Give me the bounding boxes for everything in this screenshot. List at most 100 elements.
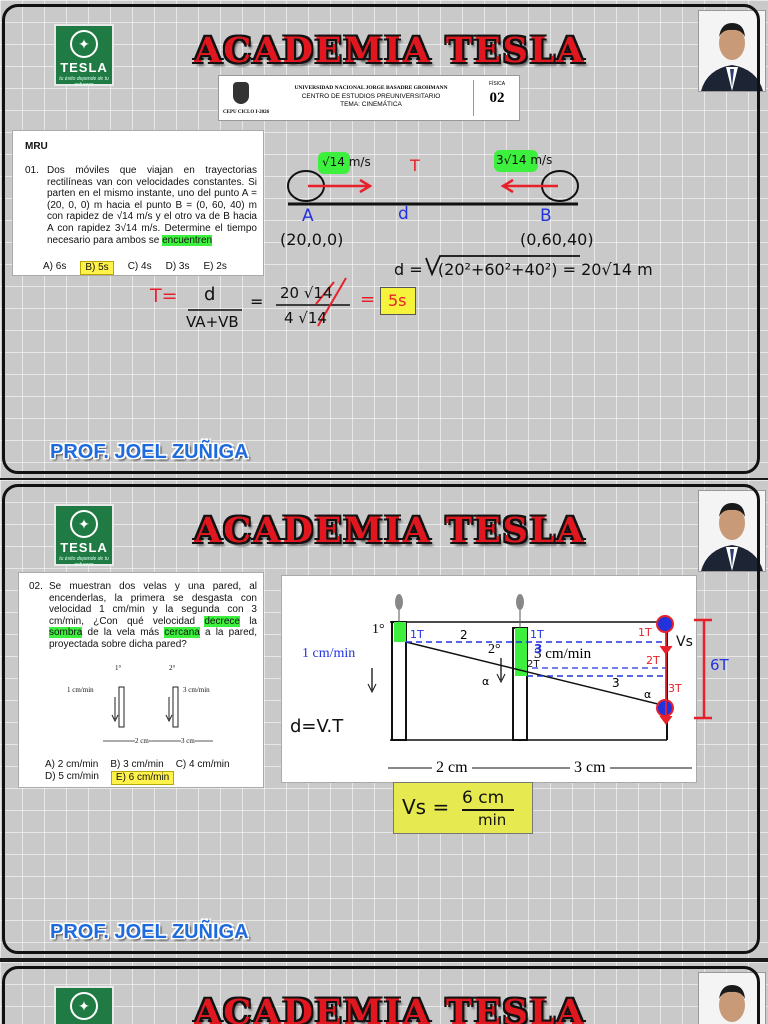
- slide-1: ✦ TESLA tu éxito depende de tu esfuerzo …: [0, 0, 768, 478]
- segment-2: 2: [460, 628, 468, 642]
- option-c: C) 4s: [127, 261, 152, 272]
- distance-2cm: 2 cm: [432, 759, 472, 777]
- highlight-sombra: sombra: [49, 627, 83, 639]
- university-name: UNIVERSIDAD NACIONAL JORGE BASADRE GROHM…: [294, 85, 448, 91]
- alpha-2: α: [644, 688, 652, 701]
- answer-value: 5s: [388, 291, 407, 310]
- point-b-label: B: [540, 206, 552, 226]
- time-label: T: [410, 156, 420, 175]
- logo-text: TESLA: [60, 540, 108, 555]
- segment-3b: 3: [612, 676, 620, 690]
- tesla-logo: ✦ TESLA tu éxito depende de tu esfuerzo: [54, 24, 114, 88]
- option-b: B) 3 cm/min: [110, 759, 164, 770]
- answer-options: A) 6s B) 5s C) 4s D) 3s E) 2s: [43, 261, 227, 275]
- mini-dist1: 2 cm: [135, 736, 149, 748]
- formula-numerator: d: [204, 284, 216, 305]
- equation-numerator: 20 √14: [280, 284, 333, 302]
- logo-text: TESLA: [60, 60, 108, 75]
- wall-t3: 3T: [668, 682, 682, 695]
- mini-first: 1°: [115, 664, 122, 672]
- mini-v1: 1 cm/min: [67, 686, 94, 694]
- velocity-b-label: 3√14 m/s: [496, 153, 553, 167]
- final-denominator: min: [478, 811, 507, 829]
- final-numerator: 6 cm: [462, 788, 505, 808]
- distance-label: d: [398, 204, 409, 224]
- motion-diagram: [188, 150, 580, 327]
- lightbulb-icon: ✦: [70, 30, 98, 58]
- coordinate-a: (20,0,0): [280, 230, 344, 249]
- mini-dist2: 3 cm: [181, 736, 195, 748]
- candles-mini-figure: 1° 2° 1 cm/min 3 cm/min 2 cm 3 cm: [63, 657, 223, 748]
- slide-3-partial: ✦ ACADEMIA TESLA: [0, 962, 768, 1024]
- t1-label: 1T: [410, 628, 424, 641]
- final-answer-box: Vs = 6 cm min: [393, 782, 533, 834]
- option-c: C) 4 cm/min: [175, 759, 230, 770]
- wall-t1: 1T: [638, 626, 652, 639]
- t2-label: 1T: [530, 628, 544, 641]
- shadow-velocity-label: Vs: [676, 634, 693, 650]
- professor-photo: [698, 490, 766, 572]
- mini-second: 2°: [169, 664, 176, 672]
- velocity-a-label: √14 m/s: [322, 155, 371, 169]
- lightbulb-icon: ✦: [70, 992, 98, 1020]
- professor-photo: [698, 10, 766, 92]
- final-fraction-bar: [462, 809, 514, 811]
- wall-t2: 2T: [646, 654, 660, 667]
- problem-1-card: MRU 01. Dos móviles que viajan en trayec…: [12, 130, 264, 276]
- center-name: CENTRO DE ESTUDIOS PREUNIVERSITARIO: [301, 93, 441, 100]
- answer-box: 5s: [380, 287, 416, 315]
- academy-title: ACADEMIA TESLA: [194, 992, 586, 1024]
- equation-denominator: 4 √14: [284, 309, 327, 327]
- cycle-label: CEPU CICLO I-2026: [223, 110, 270, 115]
- highlight-encuentren: encuentren: [162, 234, 213, 246]
- tesla-logo: ✦: [54, 986, 114, 1024]
- problem-number: 01.: [25, 165, 39, 176]
- header-divider: [473, 80, 474, 116]
- option-a: A) 6s: [43, 261, 67, 272]
- result-equals: =: [360, 289, 376, 310]
- sheet-number: 02: [489, 90, 505, 106]
- coordinate-b: (0,60,40): [520, 230, 594, 249]
- option-a: A) 2 cm/min: [45, 759, 99, 770]
- logo-subtitle: tu éxito depende de tu esfuerzo: [59, 556, 109, 568]
- candle-2-label: 2°: [488, 642, 501, 657]
- formula-denominator: VA+VB: [186, 313, 239, 331]
- candle-1-label: 1°: [372, 622, 385, 637]
- total-time-bracket: [694, 618, 712, 720]
- highlight-cercana: cercana: [164, 627, 200, 639]
- section-title: MRU: [25, 141, 48, 152]
- mini-v2: 3 cm/min: [183, 686, 210, 694]
- academy-title: ACADEMIA TESLA: [194, 510, 586, 551]
- segment-3a: 3: [534, 642, 543, 656]
- velocity-1-label: 1 cm/min: [302, 646, 356, 661]
- final-lhs: Vs =: [402, 795, 450, 819]
- point-a-label: A: [302, 206, 314, 226]
- highlight-decrece: decrece: [204, 615, 240, 627]
- option-d: D) 5 cm/min: [45, 771, 99, 782]
- formula-equals: =: [250, 292, 264, 311]
- professor-name: PROF. JOEL ZUÑIGA: [50, 441, 249, 463]
- answer-options-row-1: A) 2 cm/min B) 3 cm/min C) 4 cm/min: [45, 759, 230, 771]
- total-time-label: 6T: [710, 656, 729, 674]
- professor-name: PROF. JOEL ZUÑIGA: [50, 921, 249, 943]
- problem-statement: Se muestran dos velas y una pared, al en…: [49, 581, 257, 650]
- problem-number: 02.: [29, 581, 43, 592]
- option-e: E) 2s: [203, 261, 227, 272]
- option-e-selected: E) 6 cm/min: [110, 771, 175, 785]
- topic-name: TEMA: CINEMÁTICA: [340, 101, 402, 108]
- logo-subtitle: tu éxito depende de tu esfuerzo: [59, 76, 109, 88]
- option-d: D) 3s: [165, 261, 190, 272]
- d-formula: d=V.T: [290, 716, 344, 737]
- university-crest-icon: [233, 82, 249, 104]
- subject-label: FÍSICA: [488, 81, 506, 87]
- t2b-label: 2T: [527, 659, 540, 670]
- tesla-logo: ✦ TESLA tu éxito depende de tu esfuerzo: [54, 504, 114, 568]
- distance-formula: d = √(20²+60²+40²) = 20√14 m: [394, 260, 653, 279]
- candles-diagram: 1° 2° 1 cm/min 3 cm/min 1T 1T 2T 2 3 3 α…: [281, 575, 697, 783]
- velocity-2-label: 3 cm/min: [534, 646, 592, 662]
- university-header: CEPU CICLO I-2026 UNIVERSIDAD NACIONAL J…: [218, 75, 520, 121]
- distance-3cm: 3 cm: [570, 759, 610, 777]
- professor-photo: [698, 972, 766, 1024]
- lightbulb-icon: ✦: [70, 510, 98, 538]
- problem-2-card: 02. Se muestran dos velas y una pared, a…: [18, 572, 264, 788]
